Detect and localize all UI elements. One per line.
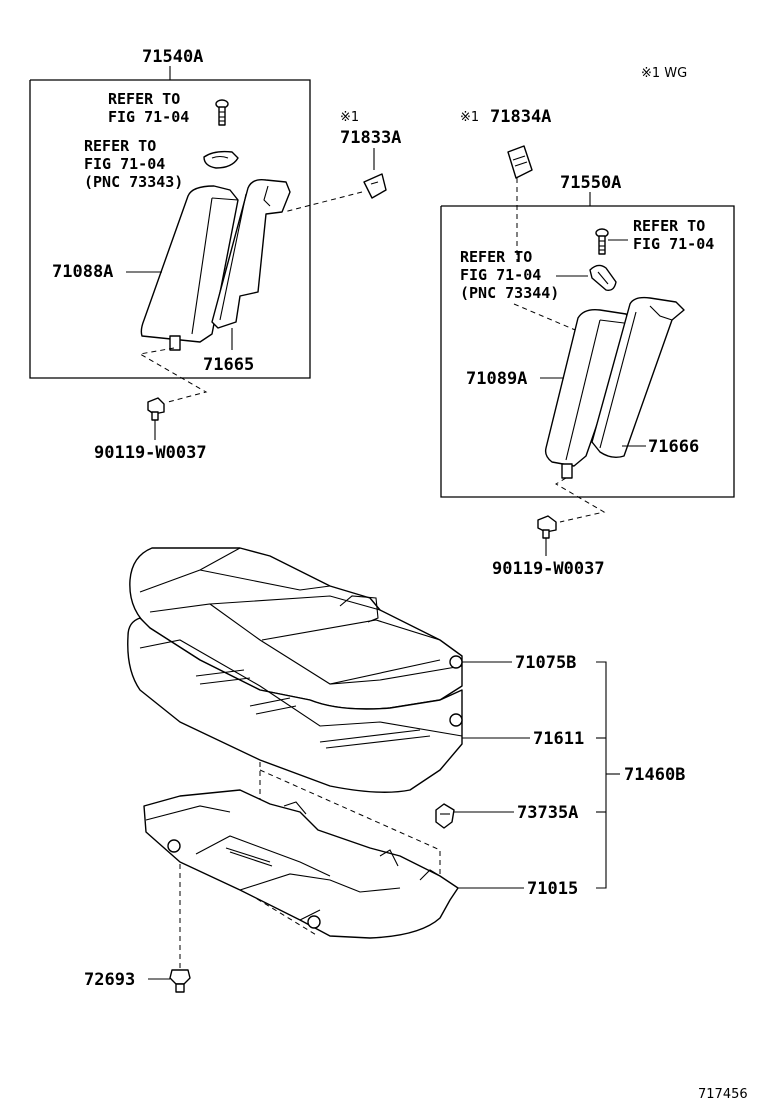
right-pad bbox=[591, 296, 685, 459]
hook bbox=[435, 803, 455, 829]
bottom-clip bbox=[169, 969, 191, 993]
ref-right-bolt-line2: FIG 71-04 bbox=[633, 235, 714, 253]
label-71540a: 71540A bbox=[142, 47, 203, 67]
label-73735a: 73735A bbox=[517, 803, 578, 823]
left-bolt bbox=[215, 99, 229, 126]
cushion-pad bbox=[127, 617, 463, 793]
ref-left-bracket-line3: (PNC 73343) bbox=[84, 173, 183, 191]
left-assembly-box bbox=[29, 79, 311, 379]
bracket-71460b bbox=[596, 661, 607, 889]
right-bracket bbox=[589, 264, 617, 292]
label-71550a: 71550A bbox=[560, 173, 621, 193]
label-71088a: 71088A bbox=[52, 262, 113, 282]
label-71015: 71015 bbox=[527, 879, 578, 899]
ref-left-bracket-line1: REFER TO bbox=[84, 137, 156, 155]
left-clip bbox=[147, 397, 165, 421]
left-bracket bbox=[203, 150, 239, 169]
label-71833a: 71833A bbox=[340, 128, 401, 148]
right-assembly-box bbox=[440, 205, 735, 498]
right-clip bbox=[537, 515, 557, 539]
ref-left-bolt-line1: REFER TO bbox=[108, 90, 180, 108]
label-71089a: 71089A bbox=[466, 369, 527, 389]
right-assembly: 71550A REFER TO FIG 71-04 REFER TO FIG 7… bbox=[440, 173, 735, 523]
ref-right-bracket-line2: FIG 71-04 bbox=[460, 266, 541, 284]
label-90119-right: 90119-W0037 bbox=[492, 559, 605, 579]
note-wg: ※1 WG bbox=[641, 66, 687, 81]
label-71834a: 71834A bbox=[490, 107, 551, 127]
label-72693: 72693 bbox=[84, 970, 135, 990]
left-assembly: 71540A REFER TO FIG 71-04 REFER TO FIG 7… bbox=[29, 47, 311, 403]
label-71666: 71666 bbox=[648, 437, 699, 457]
right-bolt bbox=[595, 228, 609, 255]
label-90119-left: 90119-W0037 bbox=[94, 443, 207, 463]
label-71611: 71611 bbox=[533, 729, 584, 749]
ref-right-bracket-line3: (PNC 73344) bbox=[460, 284, 559, 302]
mark-left: ※1 bbox=[340, 110, 359, 125]
ref-left-bolt-line2: FIG 71-04 bbox=[108, 108, 189, 126]
label-71075b: 71075B bbox=[515, 653, 576, 673]
right-cover bbox=[544, 308, 633, 479]
catalog-number: 717456 bbox=[698, 1087, 748, 1102]
ref-right-bracket-line1: REFER TO bbox=[460, 248, 532, 266]
left-cover bbox=[140, 185, 239, 351]
right-bezel bbox=[507, 145, 533, 179]
ref-left-bracket-line2: FIG 71-04 bbox=[84, 155, 165, 173]
label-71665: 71665 bbox=[203, 355, 254, 375]
left-bezel bbox=[363, 173, 387, 199]
label-71460b: 71460B bbox=[624, 765, 685, 785]
left-pad bbox=[211, 178, 291, 329]
ref-right-bolt-line1: REFER TO bbox=[633, 217, 705, 235]
mark-right: ※1 bbox=[460, 110, 479, 125]
frame bbox=[143, 789, 459, 939]
